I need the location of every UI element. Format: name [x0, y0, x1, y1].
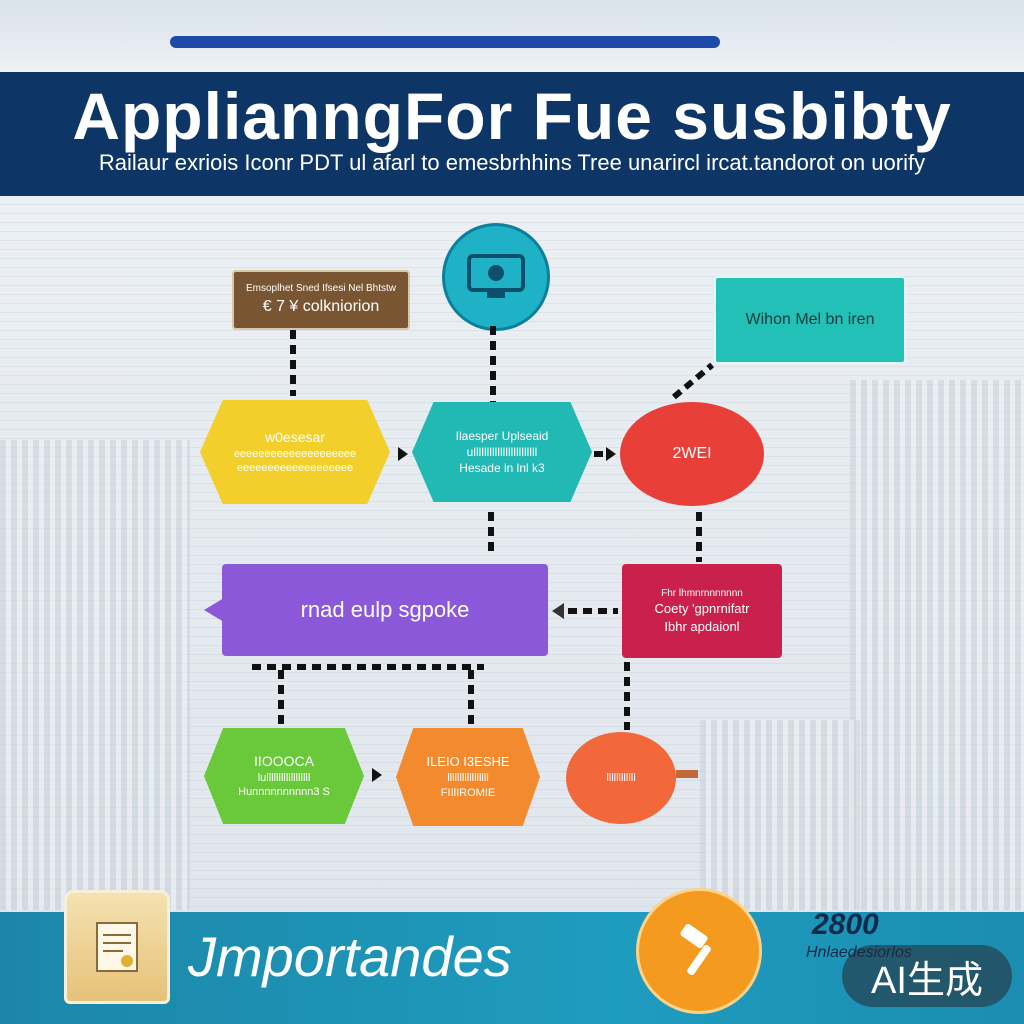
top-blue-stroke — [170, 36, 720, 48]
connector-orange-oval-tail — [676, 770, 698, 778]
monitor-circle-icon — [442, 223, 550, 331]
gavel-circle-icon — [636, 888, 762, 1014]
crimson-node-line1: Fhr lhmnrnnnnnnn — [661, 587, 743, 599]
building-right — [850, 380, 1024, 910]
purple-box-node: rnad eulp sgpoke — [222, 564, 548, 656]
arrow-teal-red — [606, 447, 616, 461]
header-banner — [0, 72, 1024, 196]
teal-callout-text: Wihon Mel bn iren — [745, 311, 875, 329]
green-hex-node: IIOOOCA lullllllllllllllllll Hunnnnnnnnn… — [204, 728, 364, 824]
teal-hex-node: Ilaesper Uplseaid ulllllllllllllllllllll… — [412, 402, 592, 502]
connector-circle-teal — [490, 326, 496, 402]
teal-callout-box: Wihon Mel bn iren — [714, 276, 906, 364]
teal-node-line1: Ilaesper Uplseaid — [455, 428, 549, 443]
certificate-icon — [64, 890, 170, 1004]
connector-teal-red — [594, 451, 606, 457]
footer-title: Jmportandes — [188, 925, 512, 988]
orange-node-line3: FIIlIROMIE — [440, 786, 496, 799]
arrow-crimson-purple — [552, 603, 564, 619]
brown-label-line2: € 7 ¥ colkniorion — [262, 297, 380, 315]
teal-node-line3: Hesade ln lnl k3 — [459, 461, 545, 476]
red-oval-node: 2WEI — [620, 402, 764, 506]
orange-oval-node: llllllllllll — [566, 732, 676, 824]
building-left — [0, 440, 190, 910]
green-node-line1: IIOOOCA — [254, 752, 314, 769]
yellow-node-line3: eeeeeeeeeeeeeeeeeee — [236, 462, 354, 475]
orange-node-line1: ILEIO I3ESHE — [426, 754, 510, 770]
purple-pointer — [204, 598, 224, 622]
purple-node-text: rnad eulp sgpoke — [300, 597, 470, 623]
yellow-node-line2: eeeeeeeeeeeeeeeeeeee — [233, 447, 357, 460]
yellow-hex-node: w0esesar eeeeeeeeeeeeeeeeeeee eeeeeeeeee… — [200, 400, 390, 504]
building-mid — [700, 720, 860, 910]
connector-crimson-orange — [624, 662, 630, 730]
brown-label-line1: Emsoplhet Sned Ifsesi Nel Bhtstw — [245, 283, 397, 295]
orange-node-line2: lllllllllllllllll — [447, 771, 489, 784]
connector-teal-purple — [488, 512, 494, 552]
gavel-icon — [680, 923, 711, 976]
arrow-green-orange — [372, 768, 382, 782]
red-node-text: 2WEI — [672, 445, 712, 463]
connector-crimson-purple — [568, 608, 618, 614]
yellow-node-line1: w0esesar — [265, 428, 325, 445]
ai-generated-badge: AI生成 — [842, 945, 1012, 1007]
crimson-node-line3: Ibhr apdaionl — [664, 618, 740, 634]
connector-purple-orange — [468, 670, 474, 726]
orange-hex-node: ILEIO I3ESHE lllllllllllllllll FIIlIROMI… — [396, 728, 540, 826]
connector-purple-bottom — [252, 664, 484, 670]
green-node-line2: lullllllllllllllllll — [257, 771, 311, 784]
orange-oval-text: llllllllllll — [606, 771, 636, 784]
page-subtitle: Railaur exriois Iconr PDT ul afarl to em… — [98, 150, 926, 175]
page-title: ApplianngFor Fue susbibty — [72, 79, 952, 153]
arrow-yellow-teal — [398, 447, 408, 461]
connector-label-yellow — [290, 330, 296, 396]
document-icon — [96, 922, 138, 972]
footer-year: 2800 — [812, 908, 879, 941]
green-node-line3: Hunnnnnnnnnn3 S — [238, 786, 330, 799]
crimson-node-line2: Coety 'gpnrnifatr — [654, 601, 750, 617]
monitor-icon — [467, 254, 525, 298]
teal-node-line2: ullllllllllllllllllllllll — [466, 444, 538, 459]
brown-label-box: Emsoplhet Sned Ifsesi Nel Bhtstw € 7 ¥ c… — [232, 270, 410, 330]
connector-red-crimson — [696, 512, 702, 562]
crimson-box-node: Fhr lhmnrnnnnnnn Coety 'gpnrnifatr Ibhr … — [622, 564, 782, 658]
connector-purple-green — [278, 670, 284, 726]
